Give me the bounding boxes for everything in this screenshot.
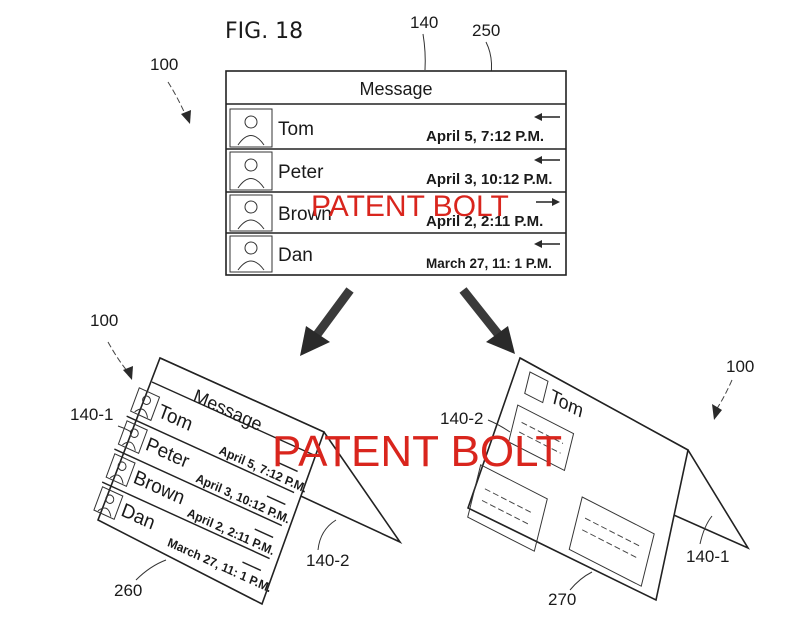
content-block	[467, 464, 548, 552]
watermark-small: PATENT BOLT	[311, 190, 509, 223]
ref-panel-left-back: 140-2	[306, 551, 349, 570]
ref-panel-right-back: 140-1	[686, 547, 729, 566]
screen-title: Message	[359, 79, 432, 99]
arrow-head	[181, 110, 191, 124]
ref-screen-top: 140	[410, 13, 438, 32]
ref-device-top: 100	[150, 55, 178, 74]
arrow-left-icon	[278, 462, 298, 473]
avatar-icon	[117, 420, 148, 455]
watermark-large: PATENT BOLT	[272, 427, 562, 476]
ref-ui-left: 260	[114, 581, 142, 600]
avatar-icon	[229, 151, 273, 191]
arrow-right-icon	[254, 528, 274, 539]
message-date: April 5, 7:12 P.M.	[426, 128, 544, 145]
front-panel	[96, 356, 326, 606]
list-item[interactable]: Dan March 27, 11: 1 P.M.	[229, 235, 560, 273]
transition-arrow-right	[459, 287, 515, 354]
avatar-body	[237, 135, 265, 146]
avatar-icon	[105, 453, 136, 488]
leader-line	[422, 33, 426, 71]
folded-device-right: Tom	[467, 356, 751, 602]
avatar-head	[244, 115, 258, 129]
contact-name: Tom	[278, 119, 314, 140]
message-date: April 3, 10:12 P.M.	[426, 171, 552, 188]
figure-title: FIG. 18	[225, 19, 303, 44]
screen-frame	[225, 70, 567, 276]
avatar-icon	[229, 108, 273, 148]
content-block	[508, 404, 575, 472]
ref-device-left: 100	[90, 311, 118, 330]
ref-panel-left-front: 140-1	[70, 405, 113, 424]
list-item[interactable]: Brown April 2, 2:11 P.M.	[229, 194, 560, 232]
leader-line	[167, 81, 187, 117]
message-date: March 27, 11: 1 P.M.	[426, 256, 552, 271]
avatar-icon	[229, 235, 273, 273]
arrow-left-icon	[266, 495, 286, 506]
message-screen-top: Message Tom April 5, 7:12 P.M. Peter Apr…	[225, 70, 567, 276]
avatar-icon	[129, 387, 161, 422]
list-item[interactable]: Peter April 3, 10:12 P.M.	[229, 151, 560, 191]
contact-name: Peter	[278, 162, 324, 183]
ref-panel-right-front: 140-2	[440, 409, 483, 428]
avatar-icon	[524, 371, 549, 404]
message-date: April 2, 2:11 P.M.	[426, 213, 543, 230]
ref-ui-top: 250	[472, 21, 500, 40]
avatar-icon	[229, 194, 273, 232]
folded-device-left: Message Tom April 5, 7:12 P.M. Peter Apr…	[93, 356, 403, 606]
arrow-left-icon	[242, 561, 262, 572]
content-block	[568, 496, 655, 587]
ref-ui-right: 270	[548, 590, 576, 609]
avatar-icon	[93, 486, 124, 521]
ref-device-right: 100	[726, 357, 754, 376]
contact-name: Dan	[278, 245, 313, 266]
list-item[interactable]: Tom April 5, 7:12 P.M.	[229, 108, 560, 148]
front-panel	[467, 356, 689, 602]
transition-arrow-left	[300, 287, 354, 356]
contact-name: Brown	[278, 204, 332, 225]
